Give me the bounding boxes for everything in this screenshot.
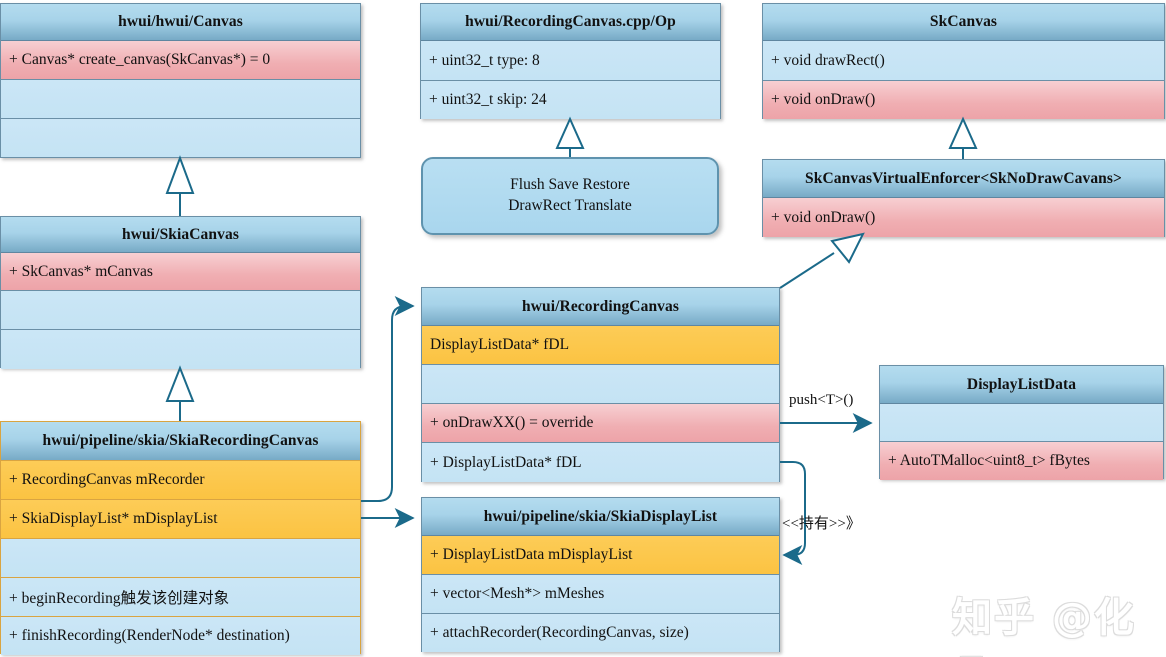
class-member-row bbox=[880, 404, 1163, 442]
generalization-recordingcanvas-to-enforcer bbox=[779, 232, 865, 289]
class-member-row: + vector<Mesh*> mMeshes bbox=[422, 575, 779, 614]
association-holds-fdl-to-mdisplaylist bbox=[780, 461, 806, 565]
class-member-row: + uint32_t skip: 24 bbox=[421, 81, 720, 119]
class-member-row bbox=[1, 539, 360, 578]
class-member-row: + finishRecording(RenderNode* destinatio… bbox=[1, 617, 360, 655]
class-title-skcanvas-virtual-enforcer: SkCanvasVirtualEnforcer<SkNoDrawCavans> bbox=[763, 160, 1164, 198]
class-box-skia-recording-canvas[interactable]: hwui/pipeline/skia/SkiaRecordingCanvas +… bbox=[0, 421, 361, 655]
class-member-row: DisplayListData* fDL bbox=[422, 326, 779, 365]
class-member-row: + RecordingCanvas mRecorder bbox=[1, 461, 360, 500]
class-member-row bbox=[1, 291, 360, 330]
class-title-skia-display-list: hwui/pipeline/skia/SkiaDisplayList bbox=[422, 498, 779, 536]
generalization-note-to-op bbox=[555, 116, 585, 157]
class-member-row bbox=[1, 330, 360, 369]
class-box-hwui-canvas[interactable]: hwui/hwui/Canvas + Canvas* create_canvas… bbox=[0, 3, 361, 158]
class-member-row: + void onDraw() bbox=[763, 198, 1164, 237]
class-member-row: + void drawRect() bbox=[763, 41, 1164, 81]
class-box-display-list-data[interactable]: DisplayListData + AutoTMalloc<uint8_t> f… bbox=[879, 365, 1164, 480]
note-line-1: Flush Save Restore bbox=[510, 176, 630, 194]
note-op-subclasses: Flush Save Restore DrawRect Translate bbox=[421, 157, 719, 235]
class-title-recording-canvas: hwui/RecordingCanvas bbox=[422, 288, 779, 326]
class-box-recording-canvas[interactable]: hwui/RecordingCanvas DisplayListData* fD… bbox=[421, 287, 780, 482]
edge-label-push: push<T>() bbox=[789, 392, 854, 408]
generalization-enforcer-to-skcanvas bbox=[948, 116, 978, 159]
class-box-recording-canvas-op[interactable]: hwui/RecordingCanvas.cpp/Op + uint32_t t… bbox=[420, 3, 721, 119]
class-box-skia-display-list[interactable]: hwui/pipeline/skia/SkiaDisplayList + Dis… bbox=[421, 497, 780, 652]
generalization-skiarecordingcanvas-to-skiacanvas bbox=[165, 365, 195, 421]
association-mrecorder-to-recordingcanvas bbox=[361, 296, 415, 502]
class-box-skcanvas-virtual-enforcer[interactable]: SkCanvasVirtualEnforcer<SkNoDrawCavans> … bbox=[762, 159, 1165, 237]
class-member-row: + uint32_t type: 8 bbox=[421, 41, 720, 81]
class-title-skcanvas: SkCanvas bbox=[763, 4, 1164, 41]
class-member-row: + SkiaDisplayList* mDisplayList bbox=[1, 500, 360, 539]
class-member-row: + onDrawXX() = override bbox=[422, 404, 779, 443]
class-member-row: + AutoTMalloc<uint8_t> fBytes bbox=[880, 442, 1163, 480]
class-title-display-list-data: DisplayListData bbox=[880, 366, 1163, 404]
class-member-row bbox=[1, 80, 360, 119]
class-title-skia-canvas: hwui/SkiaCanvas bbox=[1, 217, 360, 253]
class-title-skia-recording-canvas: hwui/pipeline/skia/SkiaRecordingCanvas bbox=[1, 422, 360, 461]
class-member-row bbox=[422, 365, 779, 404]
class-title-recording-canvas-op: hwui/RecordingCanvas.cpp/Op bbox=[421, 4, 720, 41]
generalization-skiacanvas-to-canvas bbox=[165, 155, 195, 216]
class-member-row: + beginRecording触发该创建对象 bbox=[1, 578, 360, 617]
class-member-row bbox=[1, 119, 360, 157]
class-member-row: + DisplayListData mDisplayList bbox=[422, 536, 779, 575]
class-title-hwui-canvas: hwui/hwui/Canvas bbox=[1, 4, 360, 41]
class-member-row: + Canvas* create_canvas(SkCanvas*) = 0 bbox=[1, 41, 360, 80]
class-box-skcanvas[interactable]: SkCanvas + void drawRect() + void onDraw… bbox=[762, 3, 1165, 119]
class-box-skia-canvas[interactable]: hwui/SkiaCanvas + SkCanvas* mCanvas bbox=[0, 216, 361, 369]
watermark: 知乎 @化凡 bbox=[952, 595, 1136, 657]
class-member-row: + DisplayListData* fDL bbox=[422, 443, 779, 482]
class-member-row: + attachRecorder(RecordingCanvas, size) bbox=[422, 614, 779, 652]
edge-label-holds: <<持有>>》 bbox=[782, 516, 861, 532]
class-member-row: + SkCanvas* mCanvas bbox=[1, 253, 360, 291]
class-member-row: + void onDraw() bbox=[763, 81, 1164, 119]
note-line-2: DrawRect Translate bbox=[508, 197, 632, 214]
